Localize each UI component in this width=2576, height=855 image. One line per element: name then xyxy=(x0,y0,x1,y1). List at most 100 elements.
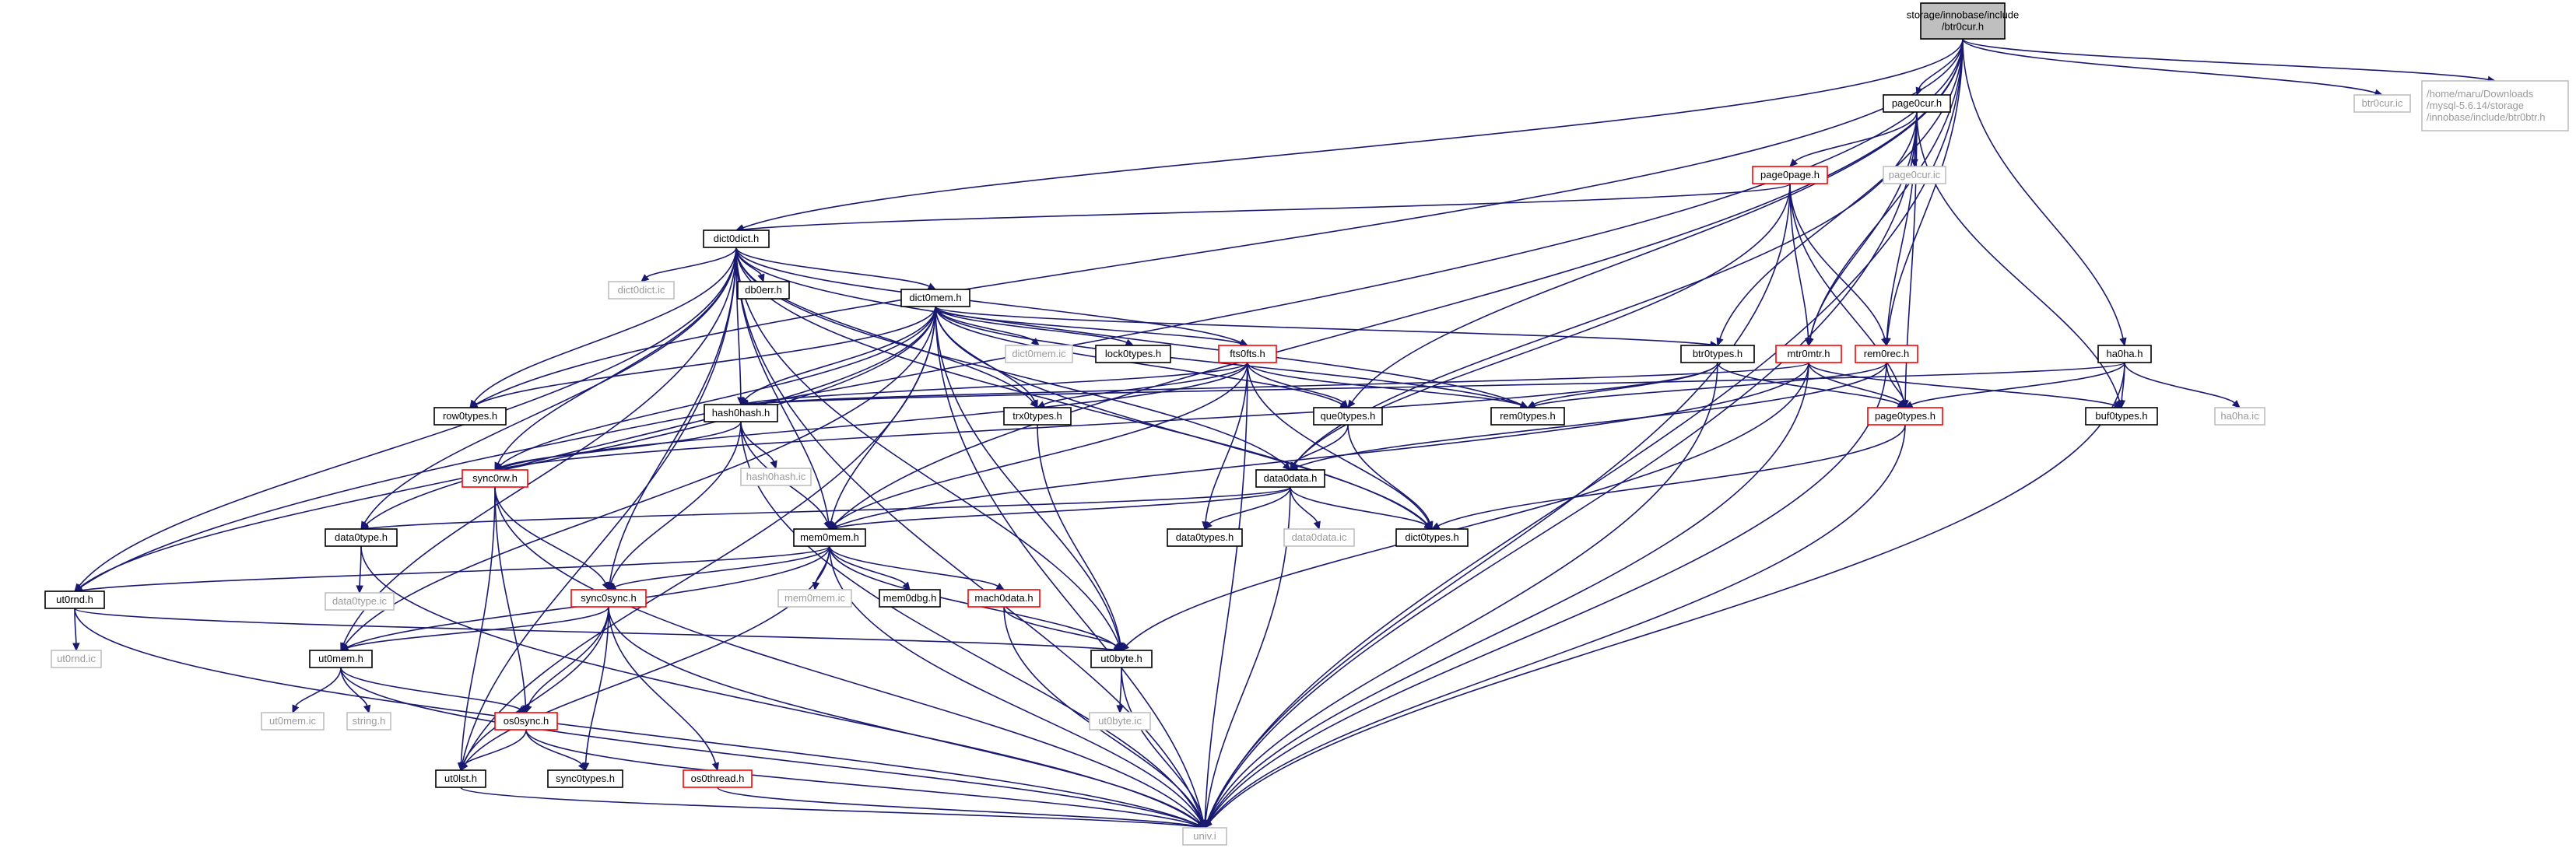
node-btr0cur_ic: btr0cur.ic xyxy=(2353,94,2411,113)
node-page0page[interactable]: page0page.h xyxy=(1752,166,1828,184)
node-label: sync0sync.h xyxy=(581,592,637,604)
node-buf0types[interactable]: buf0types.h xyxy=(2085,407,2158,426)
edge-page0cur-to-page0page xyxy=(1789,111,1918,167)
node-ut0byte[interactable]: ut0byte.h xyxy=(1090,650,1153,668)
node-box xyxy=(2353,94,2411,113)
edge-btr0cur-to-btr0types xyxy=(1716,38,1964,347)
node-box xyxy=(793,528,866,547)
node-label: /home/maru/Downloads xyxy=(2427,88,2534,100)
node-label: mtr0mtr.h xyxy=(1788,348,1830,359)
node-que0types[interactable]: que0types.h xyxy=(1313,407,1383,426)
edge-os0sync-to-sync0types xyxy=(525,729,586,772)
node-box xyxy=(325,592,395,611)
node-page0cur[interactable]: page0cur.h xyxy=(1883,94,1951,113)
node-label: ha0ha.h xyxy=(2107,348,2143,359)
edge-dict0mem-to-dict0mem_ic xyxy=(935,306,1040,346)
node-ha0ha[interactable]: ha0ha.h xyxy=(2097,345,2152,363)
node-label: que0types.h xyxy=(1321,410,1376,422)
node-page0types[interactable]: page0types.h xyxy=(1867,407,1943,426)
edge-btr0cur-to-univ xyxy=(1204,38,1964,829)
node-label: ut0rnd.ic xyxy=(57,653,96,664)
edge-btr0types-to-univ xyxy=(1204,362,1718,829)
node-box xyxy=(2214,407,2265,426)
edge-ut0byte-to-univ xyxy=(1121,667,1207,829)
node-data0type[interactable]: data0type.h xyxy=(325,528,398,547)
node-lock0types[interactable]: lock0types.h xyxy=(1095,345,1171,363)
node-mtr0mtr[interactable]: mtr0mtr.h xyxy=(1775,345,1842,363)
edge-sync0sync-to-os0thread xyxy=(608,606,719,772)
node-ut0rnd[interactable]: ut0rnd.h xyxy=(44,590,105,609)
edge-dict0dict-to-fts0fts xyxy=(735,247,1249,346)
node-sync0sync[interactable]: sync0sync.h xyxy=(570,589,647,608)
node-ut0mem[interactable]: ut0mem.h xyxy=(309,650,373,668)
node-label: sync0types.h xyxy=(556,773,615,784)
edge-dict0dict-to-dict0dict_ic xyxy=(640,247,737,282)
edge-btr0cur-to-btr0btr xyxy=(1962,38,2497,83)
node-label: buf0types.h xyxy=(2095,410,2147,422)
node-label: ut0mem.h xyxy=(318,653,363,664)
node-label: /mysql-5.6.14/storage xyxy=(2427,100,2524,111)
edge-btr0cur-to-rem0rec xyxy=(1883,38,1964,347)
node-box xyxy=(1775,345,1842,363)
node-mem0mem[interactable]: mem0mem.h xyxy=(793,528,866,547)
edge-data0data-to-data0types xyxy=(1204,486,1291,530)
node-box xyxy=(462,469,528,488)
node-label: dict0mem.ic xyxy=(1012,348,1066,359)
edge-rem0rec-to-univ xyxy=(1204,362,1887,829)
node-sync0rw[interactable]: sync0rw.h xyxy=(462,469,528,488)
node-box xyxy=(547,769,623,788)
edge-ut0mem-to-ut0mem_ic xyxy=(292,667,342,714)
node-mem0dbg[interactable]: mem0dbg.h xyxy=(879,589,941,608)
node-os0thread[interactable]: os0thread.h xyxy=(683,769,753,788)
node-rem0types[interactable]: rem0types.h xyxy=(1490,407,1565,426)
node-row0types[interactable]: row0types.h xyxy=(433,407,507,426)
edge-dict0mem-to-hash0hash xyxy=(740,306,936,405)
node-data0types[interactable]: data0types.h xyxy=(1167,528,1243,547)
node-label: /innobase/include/btr0btr.h xyxy=(2427,111,2546,123)
node-btr0cur[interactable]: storage/innobase/include/btr0cur.h xyxy=(1907,2,2020,40)
node-label: page0cur.ic xyxy=(1889,169,1941,180)
edge-btr0types-to-rem0types xyxy=(1526,362,1718,408)
node-dict0mem[interactable]: dict0mem.h xyxy=(900,289,970,307)
node-fts0fts[interactable]: fts0fts.h xyxy=(1218,345,1277,363)
node-label: ut0lst.h xyxy=(444,773,477,784)
node-hash0hash[interactable]: hash0hash.h xyxy=(704,404,778,422)
node-label: storage/innobase/include xyxy=(1907,9,2020,21)
node-ut0mem_ic: ut0mem.ic xyxy=(261,712,325,731)
node-mach0data[interactable]: mach0data.h xyxy=(967,589,1041,608)
node-label: hash0hash.h xyxy=(712,407,770,419)
edge-ut0rnd-to-univ xyxy=(74,608,1206,829)
node-label: ut0mem.ic xyxy=(269,715,316,727)
node-btr0types[interactable]: btr0types.h xyxy=(1680,345,1755,363)
node-ut0lst[interactable]: ut0lst.h xyxy=(435,769,486,788)
node-label: data0types.h xyxy=(1176,531,1234,543)
node-dict0types[interactable]: dict0types.h xyxy=(1395,528,1469,547)
edge-data0data-to-dict0types xyxy=(1290,486,1434,530)
node-box xyxy=(433,407,507,426)
edge-mem0mem-to-mem0dbg xyxy=(829,545,911,590)
node-label: dict0types.h xyxy=(1405,531,1458,543)
dependency-edges xyxy=(72,38,2497,831)
node-db0err[interactable]: db0err.h xyxy=(737,281,790,300)
node-label: btr0cur.ic xyxy=(2362,97,2403,109)
node-data0data[interactable]: data0data.h xyxy=(1255,469,1325,488)
edge-dict0mem-to-fts0fts xyxy=(935,306,1249,347)
node-trx0types[interactable]: trx0types.h xyxy=(1003,407,1072,426)
node-dict0dict[interactable]: dict0dict.h xyxy=(703,230,770,248)
node-box xyxy=(1283,528,1355,547)
edge-page0cur-to-data0data xyxy=(1290,111,1918,471)
node-label: ut0rnd.h xyxy=(56,594,93,605)
node-box xyxy=(309,650,373,668)
edge-sync0rw-to-sync0sync xyxy=(494,486,609,591)
edge-os0sync-to-ut0lst xyxy=(460,729,527,772)
node-label: trx0types.h xyxy=(1013,410,1062,422)
node-sync0types[interactable]: sync0types.h xyxy=(547,769,623,788)
edge-rem0rec-to-rem0types xyxy=(1526,362,1887,409)
edge-page0page-to-mtr0mtr xyxy=(1789,183,1813,347)
node-os0sync[interactable]: os0sync.h xyxy=(494,712,558,731)
edge-data0data-to-data0data_ic xyxy=(1290,486,1321,531)
node-label: mem0dbg.h xyxy=(883,592,937,604)
node-box xyxy=(1090,650,1153,668)
node-rem0rec[interactable]: rem0rec.h xyxy=(1855,345,1918,363)
